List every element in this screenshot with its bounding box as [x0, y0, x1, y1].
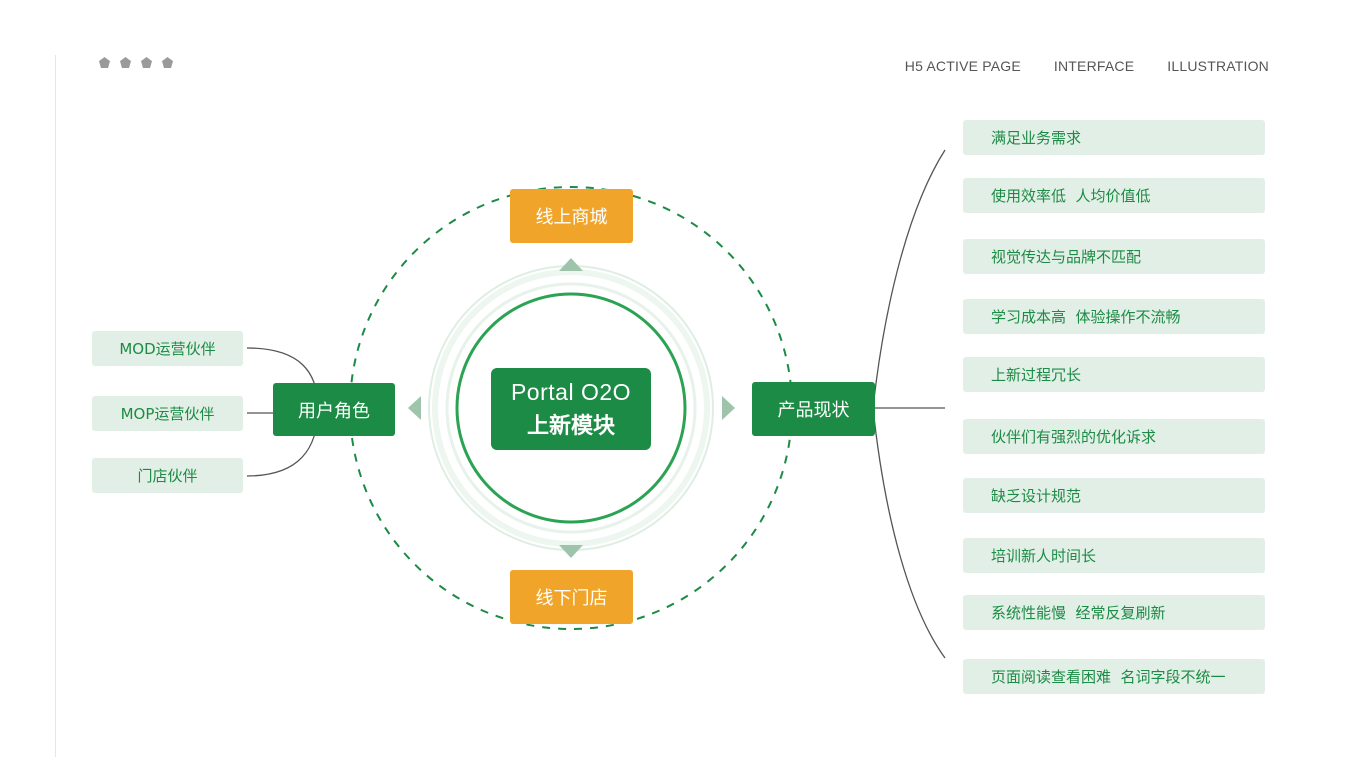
role-pill: 门店伙伴 — [92, 458, 243, 493]
node-online-mall: 线上商城 — [510, 189, 633, 243]
dot-icon — [120, 57, 131, 68]
top-nav: H5 ACTIVE PAGE INTERFACE ILLUSTRATION — [905, 58, 1269, 74]
nav-h5-active-page[interactable]: H5 ACTIVE PAGE — [904, 58, 1021, 74]
issue-pill-label: 视觉传达与品牌不匹配 — [991, 248, 1142, 266]
nav-illustration[interactable]: ILLUSTRATION — [1167, 58, 1269, 74]
role-pill-label: MOD运营伙伴 — [119, 340, 216, 358]
issue-pill: 视觉传达与品牌不匹配 — [963, 239, 1265, 274]
role-pill: MOP运营伙伴 — [92, 396, 243, 431]
main-green-ring — [455, 292, 687, 524]
node-offline-store: 线下门店 — [510, 570, 633, 624]
window-dots — [99, 57, 173, 68]
dot-icon — [141, 57, 152, 68]
issue-pill: 满足业务需求 — [963, 120, 1265, 155]
connector-issues-top — [872, 149, 946, 409]
dot-icon — [99, 57, 110, 68]
arrow-down-icon — [559, 545, 583, 558]
dot-icon — [162, 57, 173, 68]
left-divider — [55, 55, 56, 757]
halo-ring-inner — [445, 282, 697, 534]
node-product-status: 产品现状 — [752, 382, 875, 436]
nav-interface[interactable]: INTERFACE — [1053, 58, 1135, 74]
arrow-right-icon — [722, 396, 735, 420]
issue-pill-label: 系统性能慢 经常反复刷新 — [991, 604, 1166, 622]
role-pill: MOD运营伙伴 — [92, 331, 243, 366]
issue-pill-label: 页面阅读查看困难 名词字段不统一 — [991, 668, 1226, 686]
center-module-box: Portal O2O 上新模块 — [491, 368, 651, 450]
issue-pill-label: 培训新人时间长 — [991, 547, 1097, 565]
arrow-left-icon — [408, 396, 421, 420]
issue-pill: 学习成本高 体验操作不流畅 — [963, 299, 1265, 334]
issue-pill: 页面阅读查看困难 名词字段不统一 — [963, 659, 1265, 694]
issue-pill: 缺乏设计规范 — [963, 478, 1265, 513]
node-user-roles-label: 用户角色 — [298, 400, 370, 422]
node-offline-store-label: 线下门店 — [535, 588, 608, 609]
center-title: Portal O2O — [510, 378, 632, 405]
node-online-mall-label: 线上商城 — [535, 207, 608, 228]
role-pill-label: MOP运营伙伴 — [120, 405, 215, 423]
issue-pill-label: 使用效率低 人均价值低 — [991, 187, 1151, 205]
issue-pill-label: 学习成本高 体验操作不流畅 — [991, 308, 1181, 326]
halo-ring-soft — [432, 269, 710, 547]
issue-pill: 上新过程冗长 — [963, 357, 1265, 392]
role-pill-label: 门店伙伴 — [137, 467, 198, 485]
issue-pill: 伙伴们有强烈的优化诉求 — [963, 419, 1265, 454]
center-subtitle: 上新模块 — [526, 413, 615, 439]
node-user-roles: 用户角色 — [273, 383, 395, 436]
issue-pill-label: 上新过程冗长 — [991, 366, 1082, 384]
issue-pill: 培训新人时间长 — [963, 538, 1265, 573]
issue-pill-label: 满足业务需求 — [991, 129, 1082, 147]
issue-pill: 系统性能慢 经常反复刷新 — [963, 595, 1265, 630]
issue-pill-label: 伙伴们有强烈的优化诉求 — [991, 428, 1157, 446]
issue-pill-label: 缺乏设计规范 — [991, 487, 1082, 505]
issue-pill: 使用效率低 人均价值低 — [963, 178, 1265, 213]
arrow-up-icon — [559, 258, 583, 271]
connector-issues-bottom — [872, 407, 946, 659]
node-product-status-label: 产品现状 — [777, 400, 850, 421]
